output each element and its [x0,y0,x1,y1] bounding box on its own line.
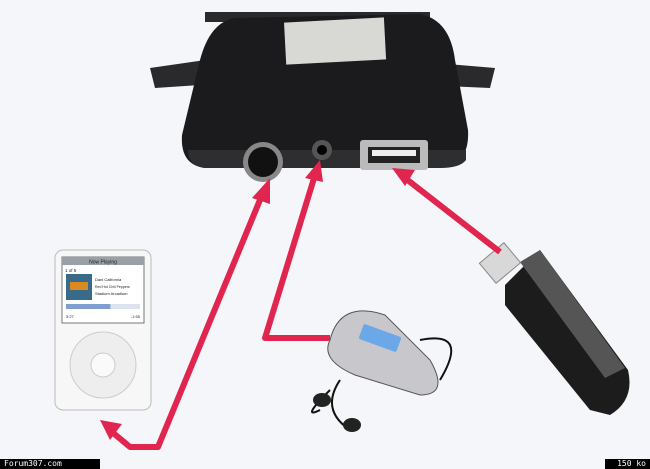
usb-arrow [403,175,502,255]
mp3-arrow [262,174,330,341]
ipod-elapsed: 3:27 [66,314,75,319]
aux-jack-port [312,140,332,160]
ipod-track-count: 1 of 5 [65,268,77,273]
mp3-player [311,310,453,432]
ipod-remaining: -1:55 [131,314,141,319]
usb-stick [478,242,630,415]
ipod-song: Dani California [95,277,122,282]
ipod-progress-fill [66,304,111,309]
ipod-header: Now Playing [89,260,117,266]
ipod-arrow [110,193,265,450]
connection-arrows [110,174,502,450]
interface-box [150,12,495,182]
usb-port [360,140,428,170]
watermark-file-size: 150 ko [605,459,650,469]
ipod-album: Stadium Arcadium [95,291,128,296]
watermark-site: Forum307.com [0,459,100,469]
mini-din-port [243,142,283,182]
ipod: Now Playing 1 of 5 Dani California Red H… [54,249,152,411]
ipod-artist: Red Hot Chili Peppers [95,285,130,289]
